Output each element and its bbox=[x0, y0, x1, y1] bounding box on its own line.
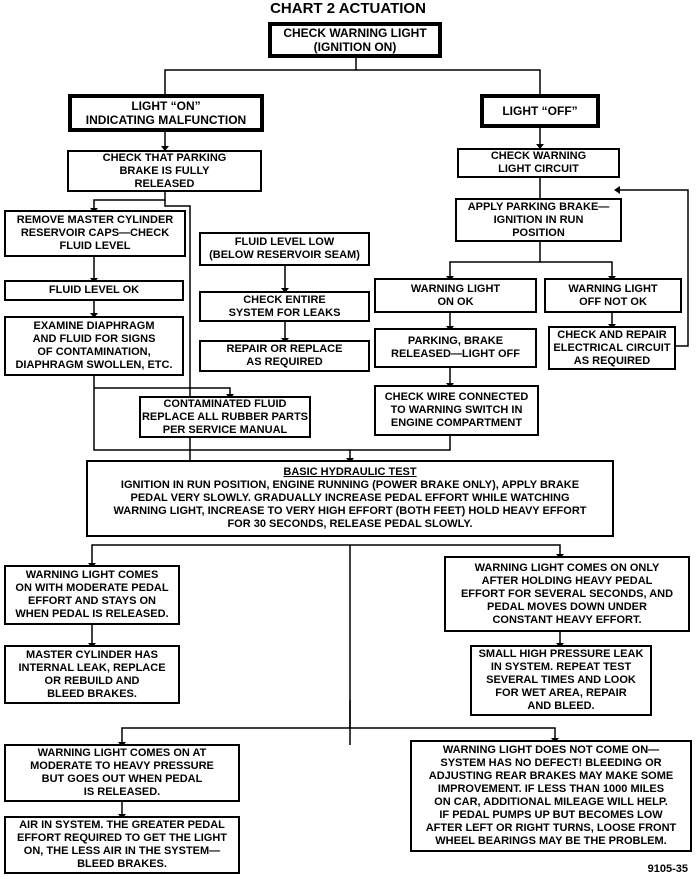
fluid-level-low-box: FLUID LEVEL LOW(BELOW RESERVOIR SEAM) bbox=[199, 232, 370, 266]
light-on-box: LIGHT “ON”INDICATING MALFUNCTION bbox=[68, 94, 264, 132]
basic-test-heading: BASIC HYDRAULIC TEST bbox=[283, 466, 417, 478]
basic-hydraulic-test-box: BASIC HYDRAULIC TEST IGNITION IN RUN POS… bbox=[86, 460, 614, 537]
fluid-level-ok-box: FLUID LEVEL OK bbox=[4, 280, 184, 301]
light-does-not-come-on-box: WARNING LIGHT DOES NOT COME ON—SYSTEM HA… bbox=[410, 740, 692, 852]
check-warning-light-box: CHECK WARNING LIGHT(IGNITION ON) bbox=[268, 22, 442, 58]
light-off-box: LIGHT “OFF” bbox=[480, 94, 600, 128]
chart-title: CHART 2 ACTUATION bbox=[270, 0, 426, 17]
figure-code: 9105-35 bbox=[647, 863, 688, 875]
